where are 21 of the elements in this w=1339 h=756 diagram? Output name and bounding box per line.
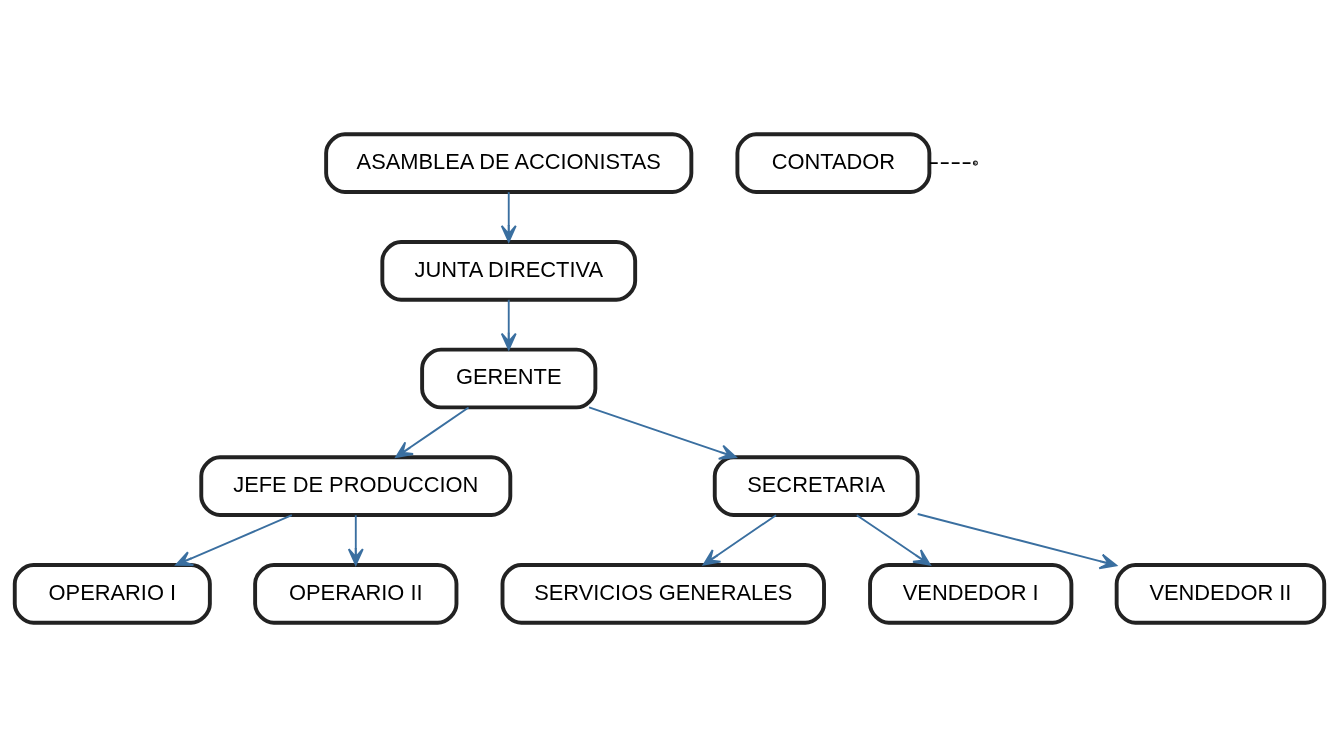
arrow (702, 513, 777, 566)
arrow (347, 513, 364, 566)
arrow (175, 513, 293, 566)
node-box: JEFE DE PRODUCCION (199, 454, 513, 517)
arrow (916, 512, 1118, 569)
arrow (588, 405, 737, 460)
arrow (855, 513, 931, 566)
arrow (500, 190, 517, 243)
node-box: SECRETARIA (712, 454, 920, 517)
arrow (395, 406, 470, 458)
node-box: CONTADOR (735, 131, 932, 194)
node-box: ASAMBLEA DE ACCIONISTAS (324, 131, 694, 194)
arrow (500, 298, 517, 350)
node-box: VENDEDOR I (868, 562, 1074, 625)
node-box: JUNTA DIRECTIVA (380, 239, 638, 302)
node-box: OPERARIO II (253, 562, 459, 625)
node-box: OPERARIO I (12, 562, 212, 625)
node-box: VENDEDOR II (1114, 562, 1327, 625)
connector (928, 161, 976, 164)
node-box: GERENTE (420, 347, 598, 409)
node-box: SERVICIOS GENERALES (500, 562, 826, 625)
